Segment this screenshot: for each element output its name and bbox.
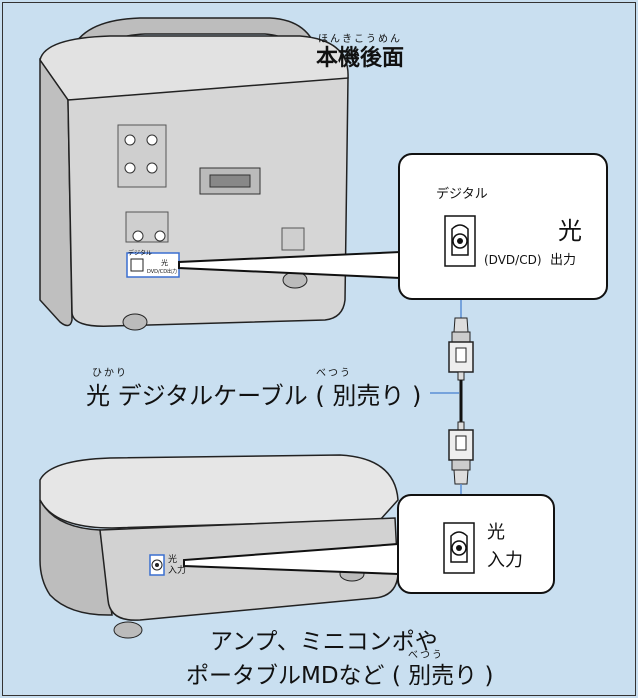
bottom-caption-ruby: べつう (408, 650, 444, 661)
player-port-label-big: 光 (558, 217, 582, 245)
back-panel-ruby: ほんきこうめん (318, 34, 402, 45)
optical-input-port-icon (443, 522, 475, 574)
player-panel-small-sub: DVD/CD出力 (147, 269, 178, 275)
amp-panel-line1: 光 (168, 555, 178, 565)
cable-ruby-left: ひかり (92, 368, 128, 379)
player-device (39, 17, 349, 331)
player-port-label-end: 出力 (550, 253, 577, 268)
amp-port-callout: 光 入力 (397, 494, 555, 594)
amp-callout-line1: 光 (487, 522, 505, 543)
back-panel-title: 本機後面 (316, 46, 405, 71)
amp-callout-line2: 入力 (487, 550, 523, 571)
player-port-callout: デジタル 光 (DVD/CD) 出力 (398, 153, 608, 300)
bottom-caption-line1: アンプ、ミニコンポや (210, 629, 438, 655)
cable-ruby-right: べつう (316, 368, 352, 379)
cable-label: 光 デジタルケーブル ( 別売り ) (86, 382, 422, 410)
optical-output-port-icon (444, 215, 476, 267)
player-port-label-sub: (DVD/CD) (484, 253, 542, 267)
player-panel-small-label: デジタル (128, 250, 152, 257)
player-callout-title: デジタル (436, 187, 488, 202)
optical-cable (430, 263, 474, 525)
amp-device (39, 454, 399, 639)
player-panel-small-port: 光 (161, 259, 168, 267)
bottom-caption-line2: ポータブルMDなど ( 別売り ) (186, 663, 494, 689)
amp-panel-line2: 入力 (168, 566, 187, 576)
